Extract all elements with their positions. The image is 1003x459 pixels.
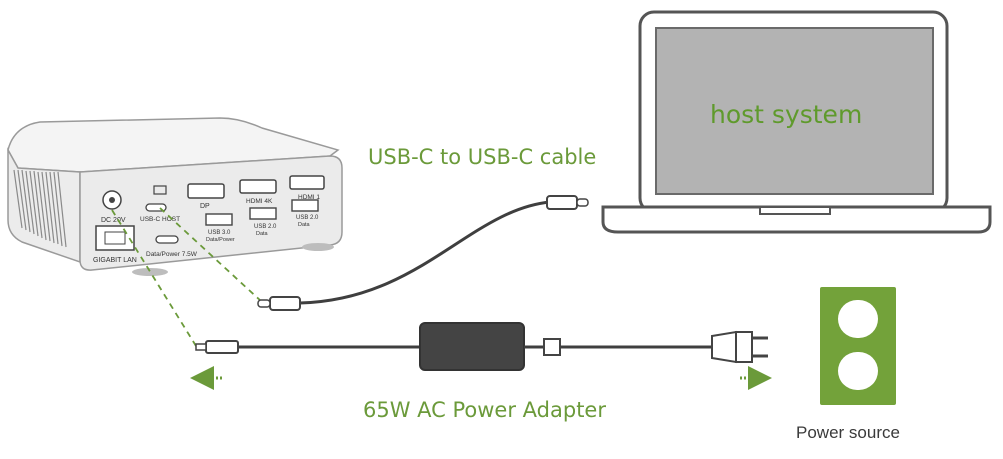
power-outlet xyxy=(820,287,896,405)
usb20b-sublabel: Data xyxy=(298,222,311,228)
laptop-icon xyxy=(153,185,167,195)
power-adapter-label: 65W AC Power Adapter xyxy=(363,398,606,422)
connection-guides xyxy=(111,207,263,347)
laptop-notch xyxy=(759,206,831,215)
usb30-label: USB 3.0 xyxy=(208,230,231,236)
wall-plug xyxy=(711,330,737,364)
docking-station: DC 20V USB-C HOST GIGABIT LAN Data/Power… xyxy=(7,117,343,276)
usb20a-label: USB 2.0 xyxy=(254,224,277,230)
dc-plug xyxy=(205,340,239,354)
hdmi-1-label: HDMI 1 xyxy=(298,194,320,201)
usb20b-label: USB 2.0 xyxy=(296,215,319,221)
hdmi-4k-label: HDMI 4K xyxy=(246,198,273,205)
laptop-illustration xyxy=(601,10,992,234)
usb20-port-b xyxy=(291,199,319,212)
lan-port-label: GIGABIT LAN xyxy=(93,257,137,264)
usb30-sublabel: Data/Power xyxy=(206,237,235,243)
usbc-datapower-label: Data/Power 7.5W xyxy=(146,251,198,258)
dp-port xyxy=(187,183,225,199)
hdmi-4k-port xyxy=(239,179,277,194)
usbc-guide-line xyxy=(159,207,263,303)
usbc-cable xyxy=(257,195,589,311)
usbc-plug-host-end xyxy=(546,195,578,210)
usb20a-sublabel: Data xyxy=(256,231,269,237)
outlet-socket-top xyxy=(838,300,878,338)
power-brick xyxy=(419,322,525,371)
hdmi-1-port xyxy=(289,175,325,190)
dp-port-label: DP xyxy=(200,203,210,210)
laptop-base xyxy=(601,205,992,234)
usbc-datapower-port xyxy=(155,235,179,244)
power-adapter-assembly xyxy=(195,322,768,371)
laptop-screen xyxy=(655,27,934,195)
vent-grille xyxy=(13,169,67,248)
usb-cable-label: USB-C to USB-C cable xyxy=(368,145,597,169)
usb30-port xyxy=(205,213,233,226)
host-system-label: host system xyxy=(710,100,863,129)
power-source-label: Power source xyxy=(796,423,900,442)
usb20-port-a xyxy=(249,207,277,220)
usbc-plug-dock-end xyxy=(269,296,301,311)
lan-port xyxy=(95,225,135,251)
usbc-host-label: USB-C HOST xyxy=(140,216,180,223)
dc-port-label: DC 20V xyxy=(101,217,126,224)
outlet-socket-bottom xyxy=(838,352,878,390)
dc-guide-line xyxy=(111,209,197,347)
